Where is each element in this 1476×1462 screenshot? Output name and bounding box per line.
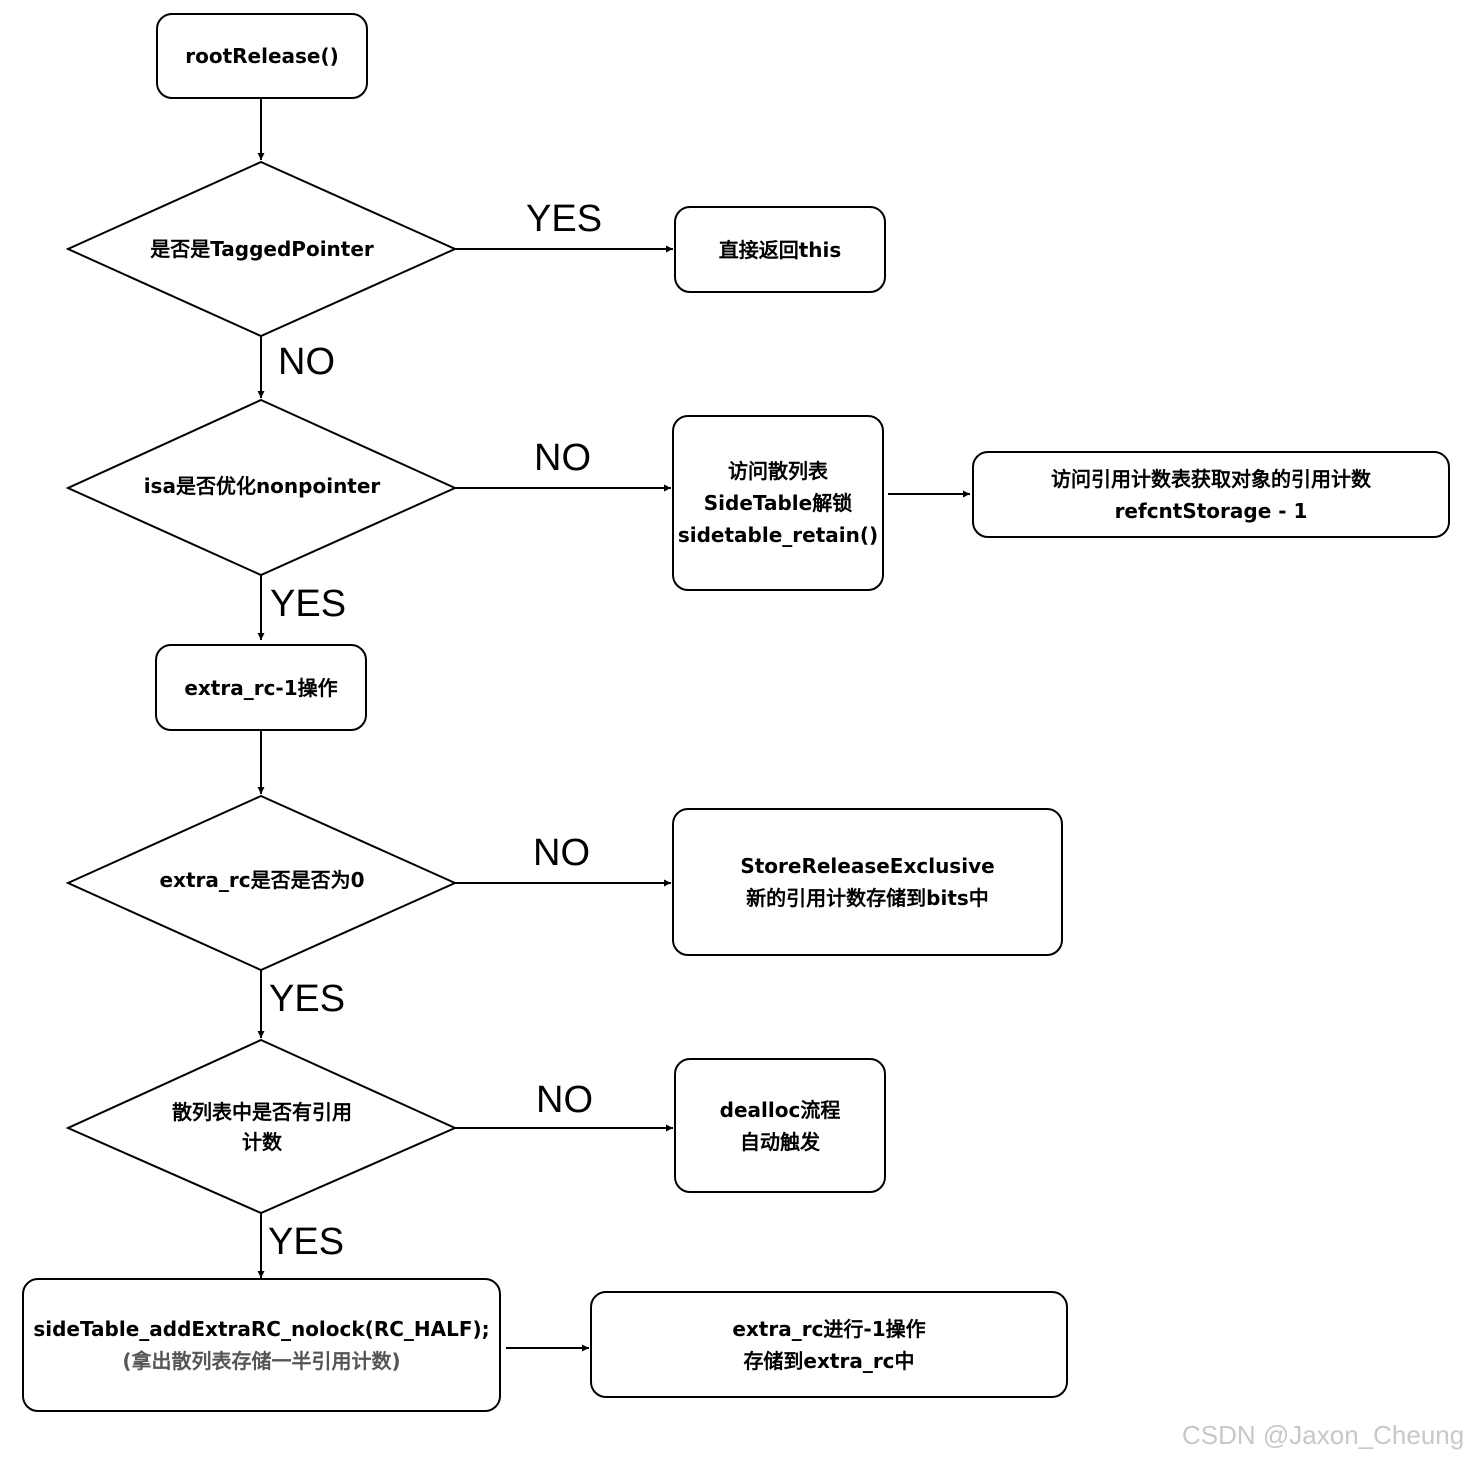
add-extra-line1: sideTable_addExtraRC_nolock(RC_HALF); <box>33 1317 490 1341</box>
watermark: CSDN @Jaxon_Cheung <box>1182 1420 1465 1450</box>
store-line1: StoreReleaseExclusive <box>740 854 995 878</box>
node-return-this-text: 直接返回this <box>718 237 842 262</box>
label-extra-rc-zero-text: extra_rc是否是否为0 <box>159 868 365 892</box>
node-final-store: extra_rc进行-1操作 存储到extra_rc中 <box>590 1291 1068 1398</box>
node-add-extra-rc: sideTable_addExtraRC_nolock(RC_HALF); (拿… <box>22 1278 501 1412</box>
node-dealloc: dealloc流程 自动触发 <box>674 1058 886 1193</box>
node-root-release-text: rootRelease() <box>185 44 339 68</box>
label-tagged-pointer: 是否是TaggedPointer <box>100 229 424 269</box>
edge-label-table-yes: YES <box>268 1221 345 1263</box>
dealloc-line1: dealloc流程 <box>719 1097 841 1122</box>
label-sidetable-has-line2: 计数 <box>242 1130 282 1154</box>
edge-label-isa-no: NO <box>534 437 591 479</box>
refcnt-line2: refcntStorage - 1 <box>1114 498 1308 523</box>
dealloc-line2: 自动触发 <box>740 1129 820 1154</box>
side-table-line1: 访问散列表 <box>728 459 828 483</box>
node-refcnt-storage: 访问引用计数表获取对象的引用计数 refcntStorage - 1 <box>972 451 1450 538</box>
node-extra-rc-minus: extra_rc-1操作 <box>155 644 367 731</box>
node-store-release: StoreReleaseExclusive 新的引用计数存储到bits中 <box>672 808 1063 956</box>
label-extra-rc-zero: extra_rc是否是否为0 <box>100 860 424 900</box>
node-return-this: 直接返回this <box>674 206 886 293</box>
node-extra-rc-minus-text: extra_rc-1操作 <box>184 675 338 700</box>
edge-label-tagged-yes: YES <box>526 198 603 240</box>
edge-label-tagged-no: NO <box>278 341 335 383</box>
add-extra-line2: (拿出散列表存储一半引用计数) <box>122 1349 401 1373</box>
label-sidetable-has: 散列表中是否有引用 计数 <box>100 1096 424 1158</box>
side-table-line3: sidetable_retain() <box>677 523 879 547</box>
store-line2: 新的引用计数存储到bits中 <box>746 886 989 910</box>
label-tagged-pointer-text: 是否是TaggedPointer <box>150 237 374 261</box>
label-sidetable-has-line1: 散列表中是否有引用 <box>172 1100 352 1124</box>
label-isa-nonpointer-text: isa是否优化nonpointer <box>143 474 381 498</box>
edge-label-extra-no: NO <box>533 832 590 874</box>
final-line1: extra_rc进行-1操作 <box>732 1316 926 1341</box>
edge-label-isa-yes: YES <box>270 583 347 625</box>
edge-label-table-no: NO <box>536 1079 593 1121</box>
node-root-release: rootRelease() <box>156 13 368 99</box>
edge-label-extra-yes: YES <box>269 978 346 1020</box>
final-line2: 存储到extra_rc中 <box>743 1348 915 1373</box>
node-side-table: 访问散列表 SideTable解锁 sidetable_retain() <box>672 415 884 591</box>
side-table-line2: SideTable解锁 <box>703 491 853 515</box>
refcnt-line1: 访问引用计数表获取对象的引用计数 <box>1051 466 1371 491</box>
label-isa-nonpointer: isa是否优化nonpointer <box>100 466 424 506</box>
